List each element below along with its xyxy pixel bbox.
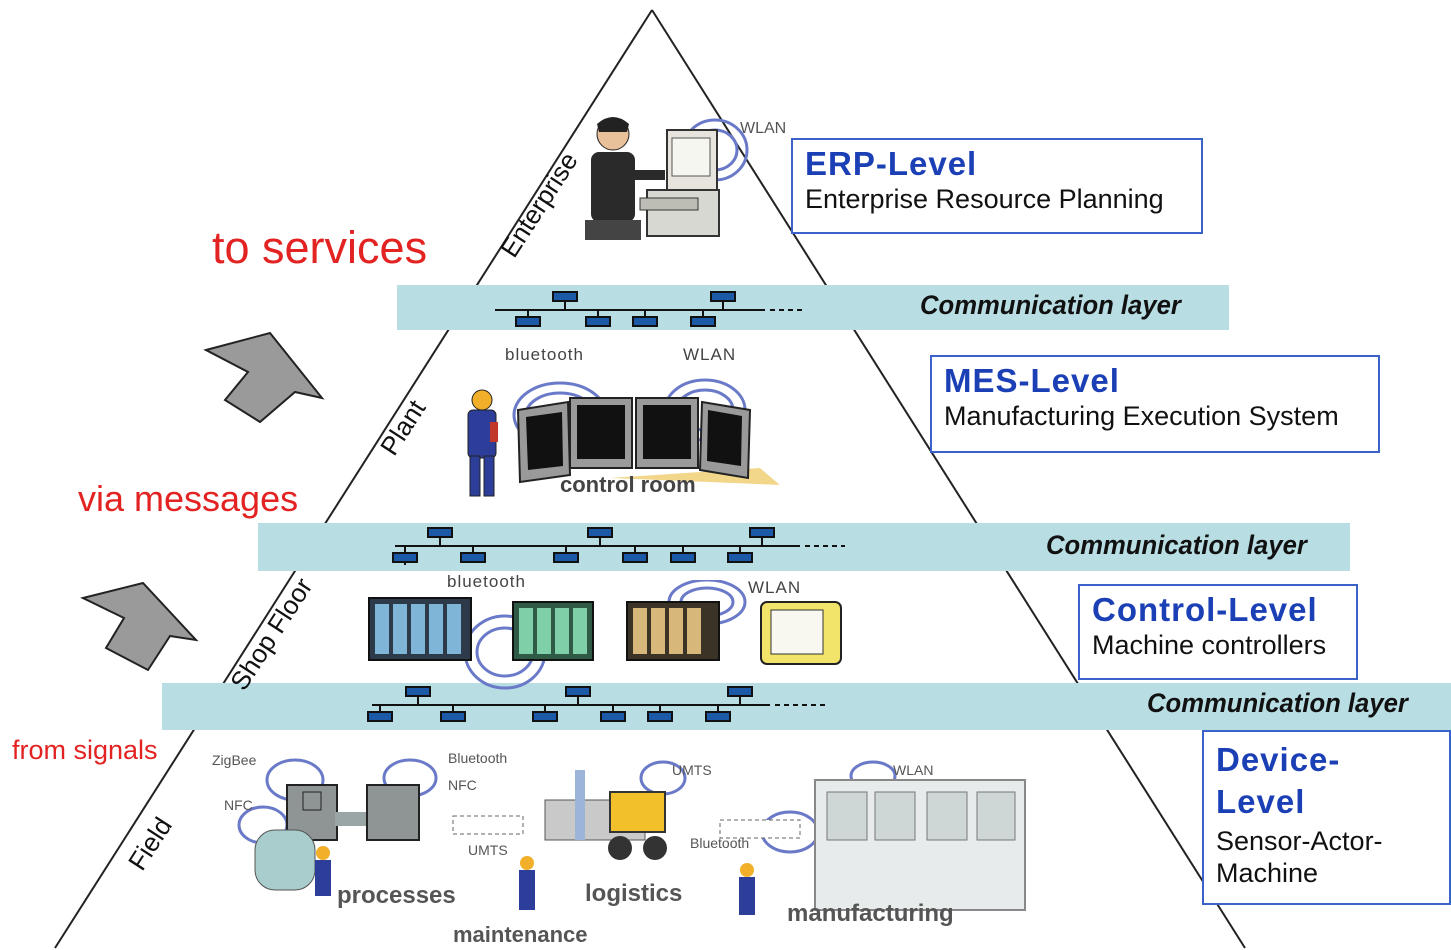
- bus-network-top: [495, 291, 805, 327]
- field-wlan-label: WLAN: [893, 762, 934, 778]
- communication-layer-label-middle: Communication layer: [1046, 530, 1307, 560]
- mes-level-title: MES-Level: [944, 362, 1120, 399]
- control-level-title: Control-Level: [1092, 591, 1318, 628]
- control-room-illustration: [467, 378, 780, 497]
- erp-level-box: ERP-Level Enterprise Resource Planning: [791, 138, 1203, 234]
- mes-level-box: MES-Level Manufacturing Execution System: [930, 355, 1380, 453]
- via-messages-label: via messages: [78, 478, 299, 519]
- communication-band-bottom: [162, 683, 1451, 730]
- manufacturing-label: manufacturing: [787, 900, 954, 927]
- erp-wlan-label: WLAN: [740, 120, 787, 137]
- field-bluetooth-bottom-label: Bluetooth: [690, 835, 750, 851]
- field-nfc-right-label: NFC: [448, 777, 477, 793]
- bus-network-middle: [392, 527, 845, 565]
- erp-workstation-illustration: [585, 117, 749, 240]
- maintenance-label: maintenance: [453, 922, 588, 947]
- erp-level-title: ERP-Level: [805, 145, 978, 182]
- device-level-subtitle-line2: Machine: [1216, 858, 1319, 888]
- mes-bluetooth-label: bluetooth: [505, 345, 584, 364]
- control-bluetooth-label: bluetooth: [447, 572, 526, 591]
- field-devices-illustration: [237, 758, 1026, 915]
- field-zigbee-label: ZigBee: [212, 752, 257, 768]
- control-level-subtitle: Machine controllers: [1092, 630, 1327, 660]
- erp-level-subtitle: Enterprise Resource Planning: [805, 184, 1164, 214]
- field-nfc-left-label: NFC: [224, 797, 253, 813]
- field-umts-bottom-label: UMTS: [468, 842, 508, 858]
- field-umts-top-label: UMTS: [672, 762, 712, 778]
- communication-layer-label-top: Communication layer: [920, 290, 1181, 320]
- mes-level-subtitle: Manufacturing Execution System: [944, 401, 1339, 431]
- processes-label: processes: [337, 882, 456, 909]
- control-level-box: Control-Level Machine controllers: [1078, 584, 1358, 680]
- machine-controllers-illustration: [368, 580, 842, 690]
- logistics-label: logistics: [585, 880, 683, 907]
- bus-network-bottom: [367, 686, 825, 722]
- device-level-subtitle-line1: Sensor-Actor-: [1216, 826, 1383, 856]
- control-room-label: control room: [560, 472, 696, 497]
- device-level-title-line2: Level: [1216, 783, 1306, 820]
- mes-wlan-label: WLAN: [683, 345, 737, 364]
- device-level-title-line1: Device-: [1216, 741, 1341, 778]
- from-signals-label: from signals: [12, 735, 158, 765]
- control-wlan-label: WLAN: [748, 578, 802, 597]
- field-bluetooth-label: Bluetooth: [448, 750, 508, 766]
- to-services-label: to services: [212, 222, 428, 273]
- device-level-box: Device- Level Sensor-Actor- Machine: [1202, 730, 1451, 905]
- up-arrow-icon-lower: [80, 581, 199, 672]
- up-arrow-icon-upper: [203, 331, 325, 424]
- communication-layer-label-bottom: Communication layer: [1147, 688, 1408, 718]
